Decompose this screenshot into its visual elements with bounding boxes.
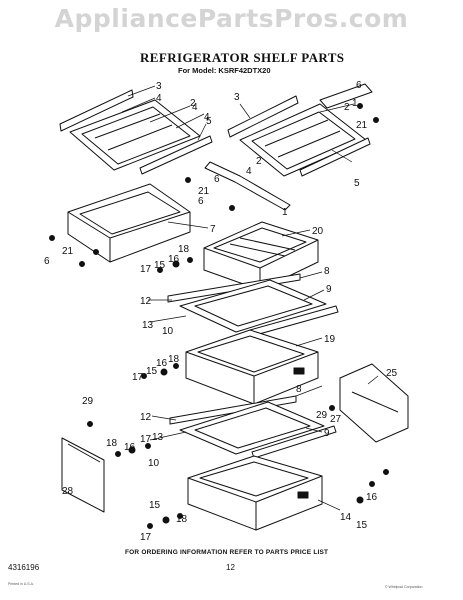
- part-numbers: 1122233444455666678899101012121313141515…: [44, 80, 398, 543]
- part-number-8: 8: [296, 384, 302, 395]
- watermark: AppliancePartsPros.com: [54, 4, 409, 33]
- part-number-17: 17: [132, 372, 144, 383]
- part-number-17: 17: [140, 532, 152, 543]
- part-number-8: 8: [324, 266, 330, 277]
- document-number: 4316196: [8, 563, 40, 572]
- part-number-6: 6: [356, 80, 362, 91]
- part-number-29: 29: [316, 410, 328, 421]
- part-number-6: 6: [198, 196, 204, 207]
- crisper-drawer-19: [185, 329, 319, 405]
- part-number-28: 28: [62, 486, 74, 497]
- part-number-15: 15: [154, 260, 166, 271]
- part-number-4: 4: [156, 93, 162, 104]
- side-panel-25: [339, 363, 409, 443]
- part-number-10: 10: [162, 326, 174, 337]
- part-number-16: 16: [124, 442, 136, 453]
- part-number-20: 20: [312, 226, 324, 237]
- part-number-18: 18: [168, 354, 180, 365]
- part-number-2: 2: [190, 98, 196, 109]
- fine-print-right: © Whirlpool Corporation: [385, 585, 423, 589]
- drawer-upper-left: [67, 183, 191, 263]
- part-number-2: 2: [256, 156, 262, 167]
- part-number-15: 15: [356, 520, 368, 531]
- part-number-1: 1: [282, 207, 288, 218]
- part-number-16: 16: [156, 358, 168, 369]
- part-number-21: 21: [62, 246, 74, 257]
- ordering-note: FOR ORDERING INFORMATION REFER TO PARTS …: [125, 549, 329, 556]
- part-number-13: 13: [152, 432, 164, 443]
- part-number-17: 17: [140, 434, 152, 445]
- part-number-29: 29: [82, 396, 94, 407]
- part-number-3: 3: [234, 92, 240, 103]
- part-number-13: 13: [142, 320, 154, 331]
- part-number-16: 16: [168, 254, 180, 265]
- leader-lines: [121, 85, 379, 511]
- part-number-15: 15: [146, 366, 158, 377]
- part-number-4: 4: [192, 102, 198, 113]
- part-number-2: 2: [344, 102, 350, 113]
- part-number-12: 12: [140, 412, 152, 423]
- part-number-27: 27: [330, 414, 342, 425]
- crisper-drawer-20: [203, 221, 319, 291]
- part-number-10: 10: [148, 458, 160, 469]
- part-number-4: 4: [204, 112, 210, 123]
- shelf-upper-right: [227, 83, 373, 177]
- part-number-6: 6: [44, 256, 50, 267]
- part-number-7: 7: [210, 224, 216, 235]
- part-number-1: 1: [352, 98, 358, 109]
- glass-shelf-10: [167, 273, 339, 337]
- diagram-title: REFRIGERATOR SHELF PARTS: [140, 50, 345, 65]
- part-number-17: 17: [140, 264, 152, 275]
- shelf-bracket: [204, 161, 291, 211]
- side-panel-28: [61, 437, 105, 513]
- part-number-21: 21: [198, 186, 210, 197]
- part-number-18: 18: [106, 438, 118, 449]
- part-number-5: 5: [206, 116, 212, 127]
- part-number-19: 19: [324, 334, 336, 345]
- part-number-12: 12: [140, 296, 152, 307]
- page-number: 12: [226, 563, 235, 572]
- part-number-6: 6: [214, 174, 220, 185]
- glass-shelf-lower: [169, 395, 337, 459]
- part-number-15: 15: [149, 500, 161, 511]
- part-number-14: 14: [340, 512, 352, 523]
- part-number-16: 16: [366, 492, 378, 503]
- part-number-9: 9: [326, 284, 332, 295]
- part-number-3: 3: [156, 81, 162, 92]
- fine-print-left: Printed in U.S.A.: [8, 582, 34, 586]
- part-number-25: 25: [386, 368, 398, 379]
- part-number-18: 18: [178, 244, 190, 255]
- model-subtitle: For Model: KSRF42DTX20: [178, 66, 271, 75]
- part-number-21: 21: [356, 120, 368, 131]
- crisper-drawer-14: [187, 455, 323, 531]
- shelf-upper-left: [59, 89, 213, 175]
- part-number-18: 18: [176, 514, 188, 525]
- hardware-fasteners: [49, 103, 389, 529]
- part-number-9: 9: [324, 428, 330, 439]
- part-number-4: 4: [246, 166, 252, 177]
- part-number-5: 5: [354, 178, 360, 189]
